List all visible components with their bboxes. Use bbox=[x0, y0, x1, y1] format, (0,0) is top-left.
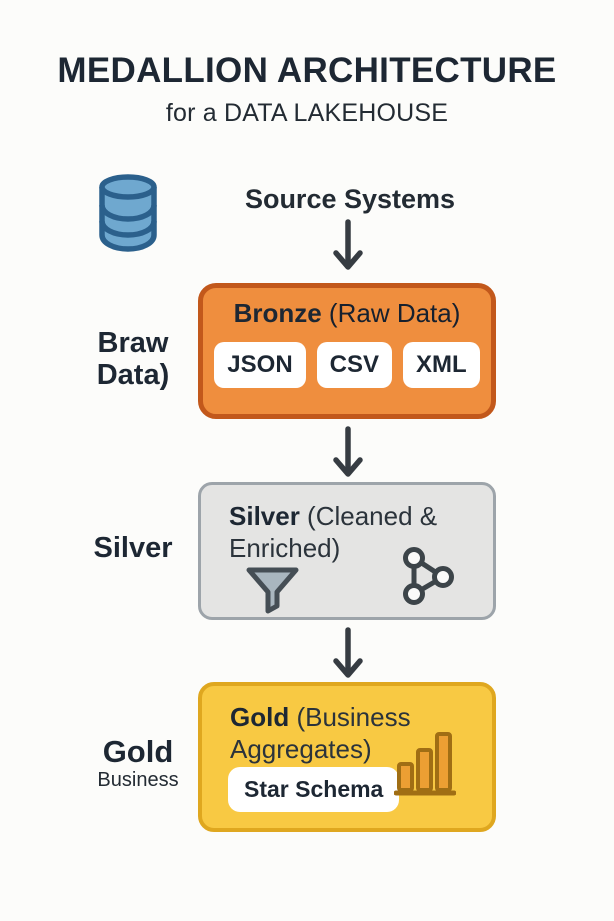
silver-title-strong: Silver bbox=[229, 501, 300, 531]
silver-side-label: Silver bbox=[93, 532, 173, 564]
bronze-title-rest: (Raw Data) bbox=[321, 298, 461, 328]
bronze-format-chips: JSON CSV XML bbox=[203, 342, 491, 388]
bar-chart-icon bbox=[394, 732, 456, 796]
down-arrow-icon bbox=[333, 219, 363, 270]
xml-chip: XML bbox=[403, 342, 480, 388]
gold-layer-box: Gold (Business Aggregates) Star Schema bbox=[198, 682, 496, 832]
bronze-side-label-line1: Braw bbox=[97, 327, 169, 359]
database-icon bbox=[99, 174, 157, 252]
down-arrow-icon bbox=[333, 426, 363, 477]
csv-chip: CSV bbox=[316, 342, 393, 388]
gold-side-label: Gold Business bbox=[60, 735, 216, 793]
bronze-box-title: Bronze (Raw Data) bbox=[203, 298, 491, 329]
source-systems-label: Source Systems bbox=[244, 184, 456, 214]
network-graph-icon bbox=[403, 547, 454, 605]
bronze-side-label-line2: Data) bbox=[96, 359, 170, 391]
gold-side-label-line1: Gold bbox=[102, 734, 174, 769]
silver-box-title: Silver (Cleaned & Enriched) bbox=[229, 500, 457, 564]
silver-layer-box: Silver (Cleaned & Enriched) bbox=[198, 482, 496, 620]
gold-box-title: Gold (Business Aggregates) bbox=[230, 701, 458, 765]
bronze-layer-box: Bronze (Raw Data) JSON CSV XML bbox=[198, 283, 496, 419]
bronze-side-label: Braw Data) bbox=[58, 327, 208, 391]
gold-title-strong: Gold bbox=[230, 702, 290, 732]
page-subtitle: for a DATA LAKEHOUSE bbox=[165, 99, 449, 127]
page-title: MEDALLION ARCHITECTURE bbox=[57, 51, 557, 90]
funnel-icon bbox=[246, 567, 299, 614]
silver-title-rest: (Cleaned & Enriched) bbox=[229, 501, 438, 563]
gold-title-rest: (Business Aggregates) bbox=[230, 702, 411, 764]
json-chip: JSON bbox=[214, 342, 306, 388]
bronze-title-strong: Bronze bbox=[233, 298, 322, 328]
star-schema-chip: Star Schema bbox=[228, 767, 400, 812]
down-arrow-icon bbox=[333, 627, 363, 678]
gold-side-label-line2: Business bbox=[97, 769, 179, 791]
